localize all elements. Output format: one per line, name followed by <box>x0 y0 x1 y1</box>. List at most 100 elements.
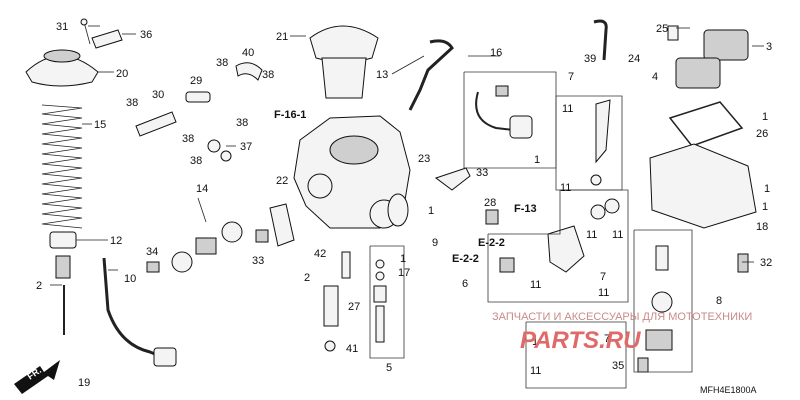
callout-27: 27 <box>348 301 360 313</box>
washer-41-part <box>324 340 336 352</box>
callout-38-a: 38 <box>126 97 138 109</box>
hose-40-part <box>235 62 263 81</box>
callout-1-c: 1 <box>428 205 434 217</box>
hose-13-part <box>408 39 454 111</box>
screw-28-part <box>485 209 499 225</box>
callout-7-b: 7 <box>600 271 606 283</box>
ref-e-2-2-b[interactable]: E-2-2 <box>452 253 479 265</box>
diagram-code: MFH4E1800A <box>700 385 757 395</box>
diaphragm-21-part <box>309 25 379 99</box>
screw-31-part <box>80 18 91 45</box>
callout-29: 29 <box>190 75 202 87</box>
switch-16-part <box>475 85 533 139</box>
linkage-6-part <box>499 225 585 273</box>
spring-15-part <box>41 104 83 229</box>
callout-38-b: 38 <box>182 133 194 145</box>
callout-13: 13 <box>376 69 388 81</box>
callout-12: 12 <box>110 235 122 247</box>
watermark-text: ЗАПЧАСТИ И АКСЕССУАРЫ ДЛЯ МОТОТЕХНИКИ <box>492 311 752 323</box>
callout-16: 16 <box>490 47 502 59</box>
throttle-14-part <box>171 221 243 273</box>
callout-34: 34 <box>146 246 158 258</box>
washers-11-part <box>590 174 620 220</box>
callout-30: 30 <box>152 89 164 101</box>
callout-17: 17 <box>398 267 410 279</box>
callout-10: 10 <box>124 273 136 285</box>
float-3-part <box>675 29 749 89</box>
cover-20-part <box>25 49 99 87</box>
ref-f-16-1[interactable]: F-16-1 <box>274 109 306 121</box>
callout-35: 35 <box>612 360 624 372</box>
jet-stack-5-part <box>373 259 387 343</box>
fuel-hose-39-part <box>593 19 608 61</box>
callout-38-e: 38 <box>236 117 248 129</box>
watermark-logo: PARTS.RU <box>520 327 641 354</box>
callout-7-a: 7 <box>568 71 574 83</box>
callout-20: 20 <box>116 68 128 80</box>
box-6 <box>487 189 629 303</box>
callout-9: 9 <box>432 237 438 249</box>
callout-1-d: 1 <box>762 111 768 123</box>
callout-11-e: 11 <box>612 229 623 241</box>
callout-1-f: 1 <box>532 336 538 348</box>
leader-lines <box>50 25 764 286</box>
callout-24: 24 <box>628 53 640 65</box>
callout-40: 40 <box>242 47 254 59</box>
callout-41: 41 <box>346 343 358 355</box>
callout-26: 26 <box>756 128 768 140</box>
front-arrow: FR. <box>14 360 60 394</box>
choke-8-part <box>645 245 673 351</box>
callout-23: 23 <box>418 153 430 165</box>
float-bowl-18-part <box>649 143 757 229</box>
screw-32-part <box>737 253 749 273</box>
callout-11-d: 11 <box>530 279 541 291</box>
cable-19-part <box>102 257 177 367</box>
callout-labels: 31 36 20 15 12 2 19 10 34 30 38 38 29 38… <box>36 21 772 389</box>
pin-25-part <box>667 25 679 41</box>
box-16 <box>463 71 557 169</box>
callout-11-f: 11 <box>598 287 609 299</box>
screw-34-part <box>146 261 160 273</box>
ref-e-2-2-a[interactable]: E-2-2 <box>478 237 505 249</box>
callout-38-f: 38 <box>190 155 202 167</box>
lever-9-part <box>434 167 471 191</box>
callout-1-b: 1 <box>534 154 540 166</box>
box-8 <box>633 229 693 373</box>
gasket-26-part <box>668 101 744 147</box>
callout-1-e: 1 <box>762 201 768 213</box>
callout-37: 37 <box>240 141 252 153</box>
callout-4: 4 <box>652 71 658 83</box>
callout-8: 8 <box>716 295 722 307</box>
box-1-lower <box>525 321 627 389</box>
needle-jet-27-part <box>323 285 339 327</box>
jet-42-part <box>341 251 351 279</box>
callout-33-right: 33 <box>476 167 488 179</box>
callout-1-g: 1 <box>764 183 770 195</box>
callout-22: 22 <box>276 175 288 187</box>
cap-22-part <box>269 203 295 247</box>
callout-42: 42 <box>314 248 326 260</box>
spring-7-part <box>595 99 611 164</box>
box-5 <box>369 245 405 359</box>
callout-31: 31 <box>56 21 68 33</box>
callout-11-b: 11 <box>560 182 571 194</box>
callout-3: 3 <box>766 41 772 53</box>
callout-11-a: 11 <box>562 103 573 115</box>
carburetor-body-part <box>293 115 411 229</box>
callout-11-c: 11 <box>586 229 597 241</box>
callout-6: 6 <box>462 278 468 290</box>
callout-21: 21 <box>276 31 288 43</box>
callout-25: 25 <box>656 23 668 35</box>
callout-5: 5 <box>386 362 392 374</box>
callout-15: 15 <box>94 119 106 131</box>
callout-38-c: 38 <box>216 57 228 69</box>
callout-33-left: 33 <box>252 255 264 267</box>
hose-30-part <box>135 111 177 137</box>
fitting-29-part <box>185 91 211 103</box>
ref-f-13[interactable]: F-13 <box>514 203 537 215</box>
bracket-36-part <box>91 29 123 49</box>
watermark: ЗАПЧАСТИ И АКСЕССУАРЫ ДЛЯ МОТОТЕХНИКИ PA… <box>492 311 752 354</box>
callout-2-left: 2 <box>36 280 42 292</box>
screw-33-left-part <box>255 229 269 243</box>
